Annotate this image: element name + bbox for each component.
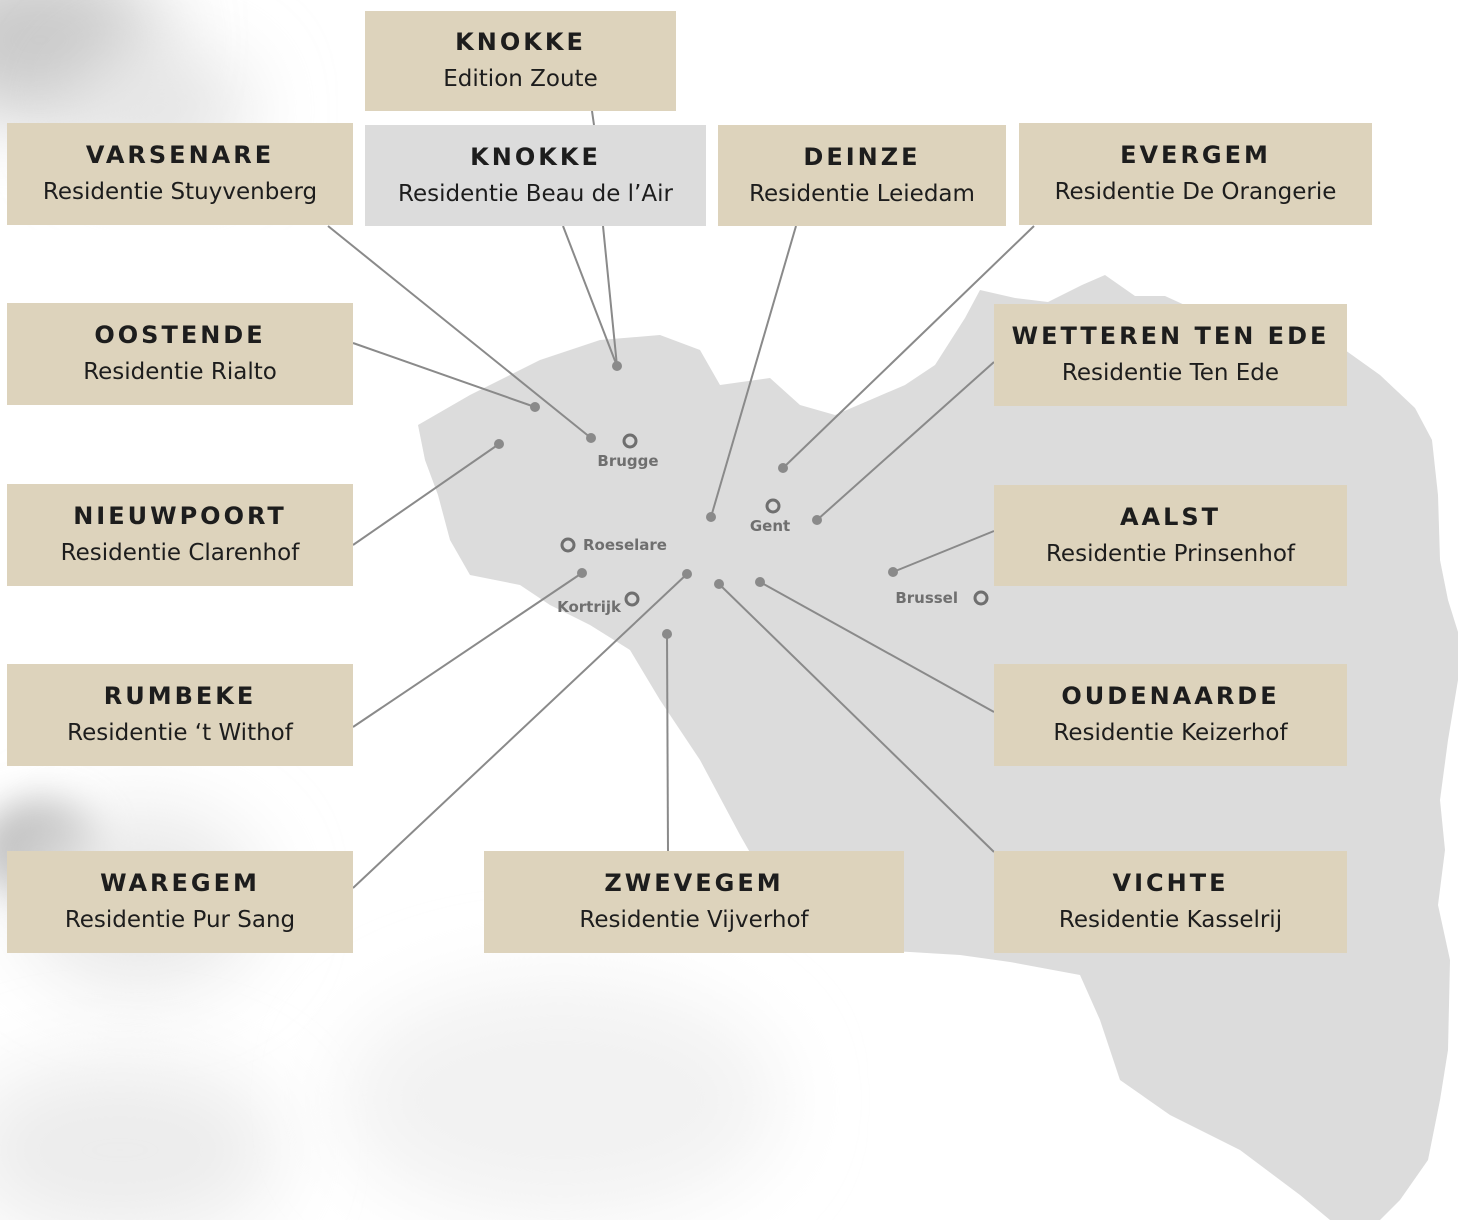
location-city: ZWEVEGEM <box>604 869 784 897</box>
connector-zwevegem <box>666 633 669 852</box>
location-card-knokke-beau-de-lair[interactable]: KNOKKE Residentie Beau de l’Air <box>365 125 706 226</box>
location-residence: Residentie Kasselrij <box>1058 907 1283 933</box>
location-dot-zwevegem[interactable] <box>662 629 672 639</box>
city-label-kortrijk: Kortrijk <box>557 598 622 616</box>
location-card-varsenare[interactable]: VARSENARE Residentie Stuyvenberg <box>7 123 353 225</box>
location-dot-deinze[interactable] <box>706 512 716 522</box>
location-dot-rumbeke[interactable] <box>577 568 587 578</box>
city-marker-brussel <box>973 590 989 606</box>
location-city: AALST <box>1119 502 1222 531</box>
connector-knokke-beau-de-lair-2 <box>602 225 618 367</box>
connector-waregem <box>352 573 688 889</box>
location-city: OUDENAARDE <box>1061 682 1280 710</box>
location-residence: Residentie Beau de l’Air <box>398 180 673 207</box>
city-label-brugge: Brugge <box>597 452 658 470</box>
city-label-gent: Gent <box>750 517 790 535</box>
city-marker-kortrijk <box>624 591 640 607</box>
location-city: KNOKKE <box>470 142 601 171</box>
connector-oostende <box>352 342 536 408</box>
location-card-rumbeke[interactable]: RUMBEKE Residentie ‘t Withof <box>7 664 353 766</box>
location-residence: Residentie Prinsenhof <box>1045 540 1295 567</box>
location-residence: Edition Zoute <box>443 66 598 92</box>
location-card-aalst[interactable]: AALST Residentie Prinsenhof <box>994 485 1347 586</box>
connector-nieuwpoort <box>352 443 500 546</box>
location-dot-evergem[interactable] <box>778 463 788 473</box>
location-residence: Residentie Pur Sang <box>64 907 296 933</box>
location-city: DEINZE <box>803 142 921 171</box>
location-dot-waregem[interactable] <box>682 569 692 579</box>
location-residence: Residentie Leiedam <box>749 180 975 207</box>
city-marker-brugge <box>622 433 638 449</box>
city-marker-roeselare <box>560 537 576 553</box>
location-residence: Residentie Clarenhof <box>60 540 300 566</box>
location-dot-oudenaarde[interactable] <box>755 577 765 587</box>
location-city: RUMBEKE <box>103 682 257 710</box>
connector-wetteren <box>816 361 995 521</box>
location-dot-oostende[interactable] <box>530 402 540 412</box>
connector-rumbeke <box>352 572 583 728</box>
location-card-nieuwpoort[interactable]: NIEUWPOORT Residentie Clarenhof <box>7 484 353 586</box>
connector-evergem <box>782 225 1035 469</box>
location-residence: Residentie Keizerhof <box>1053 720 1288 746</box>
location-city: OOSTENDE <box>94 321 266 349</box>
connector-knokke-edition-zoute <box>591 110 595 126</box>
location-card-deinze[interactable]: DEINZE Residentie Leiedam <box>718 125 1006 226</box>
location-card-oostende[interactable]: OOSTENDE Residentie Rialto <box>7 303 353 405</box>
connector-varsenare <box>327 225 592 439</box>
location-dots <box>494 361 898 639</box>
location-dot-vichte[interactable] <box>714 579 724 589</box>
location-card-waregem[interactable]: WAREGEM Residentie Pur Sang <box>7 851 353 953</box>
location-dot-aalst[interactable] <box>888 567 898 577</box>
location-dot-varsenare[interactable] <box>586 433 596 443</box>
location-city: VARSENARE <box>85 141 275 169</box>
location-city: NIEUWPOORT <box>73 502 287 530</box>
connector-aalst <box>892 530 995 573</box>
connector-lines <box>327 110 1035 889</box>
location-residence: Residentie De Orangerie <box>1054 179 1337 205</box>
location-dot-knokke-beau-de-lair[interactable] <box>612 361 622 371</box>
city-label-roeselare: Roeselare <box>583 536 667 554</box>
location-city: VICHTE <box>1112 869 1229 897</box>
city-label-brussel: Brussel <box>895 589 958 607</box>
connector-knokke-beau-de-lair <box>562 225 618 367</box>
location-card-oudenaarde[interactable]: OUDENAARDE Residentie Keizerhof <box>994 664 1347 766</box>
location-card-wetteren[interactable]: WETTEREN TEN EDE Residentie Ten Ede <box>994 304 1347 406</box>
location-city: KNOKKE <box>455 28 586 56</box>
location-card-knokke-edition-zoute[interactable]: KNOKKE Edition Zoute <box>365 11 676 111</box>
location-residence: Residentie ‘t Withof <box>67 720 293 746</box>
location-city: WETTEREN TEN EDE <box>1011 322 1330 350</box>
location-card-zwevegem[interactable]: ZWEVEGEM Residentie Vijverhof <box>484 851 904 953</box>
location-residence: Residentie Stuyvenberg <box>42 179 318 205</box>
location-residence: Residentie Rialto <box>83 359 277 385</box>
connector-vichte <box>718 583 995 853</box>
location-residence: Residentie Ten Ede <box>1061 360 1280 386</box>
location-card-evergem[interactable]: EVERGEM Residentie De Orangerie <box>1019 123 1372 225</box>
location-city: EVERGEM <box>1120 141 1271 169</box>
connector-deinze <box>710 225 797 518</box>
location-city: WAREGEM <box>100 869 260 897</box>
city-marker-gent <box>765 498 781 514</box>
location-card-vichte[interactable]: VICHTE Residentie Kasselrij <box>994 851 1347 953</box>
connector-oudenaarde <box>759 581 995 713</box>
location-dot-wetteren[interactable] <box>812 515 822 525</box>
location-dot-nieuwpoort[interactable] <box>494 439 504 449</box>
location-residence: Residentie Vijverhof <box>579 907 809 933</box>
